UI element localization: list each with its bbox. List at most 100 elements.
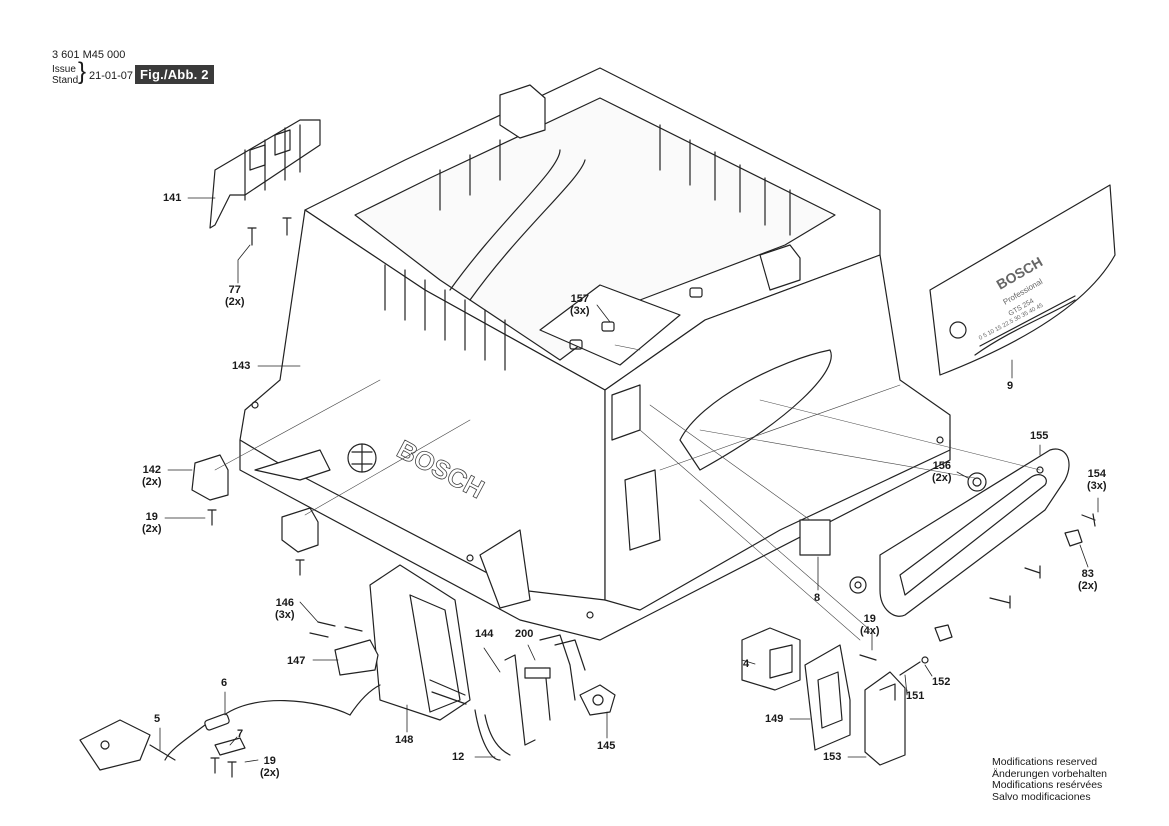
- callout-151: 151: [906, 690, 924, 702]
- callout-number: 156: [932, 460, 951, 472]
- callout-number: 155: [1030, 430, 1049, 442]
- part-19c-screw: [859, 654, 877, 661]
- callout-200: 200: [515, 628, 533, 640]
- part-19b-screws: [210, 757, 237, 778]
- callout-number: 144: [475, 628, 494, 640]
- front-wall-ribs: [384, 264, 506, 371]
- callout-19-switch: 19(4x): [860, 613, 880, 637]
- callout-77: 77(2x): [225, 284, 245, 308]
- part-152-nut: [921, 656, 929, 664]
- callout-number: 152: [932, 676, 951, 688]
- callout-qty: (3x): [275, 609, 295, 621]
- callout-145: 145: [597, 740, 615, 752]
- callout-number: 141: [163, 192, 182, 204]
- callout-147: 147: [287, 655, 305, 667]
- callout-number: 4: [743, 658, 750, 670]
- callout-number: 19: [863, 613, 876, 625]
- callout-qty: (2x): [225, 296, 245, 308]
- figure-label: Fig./Abb. 2: [135, 65, 214, 84]
- callout-9: 9: [1007, 380, 1013, 392]
- callout-number: 12: [452, 751, 465, 763]
- part-155-plate: [879, 448, 1070, 617]
- part-12-cable: [474, 709, 501, 761]
- stand-label: Stand: [52, 75, 79, 86]
- callout-number: 148: [395, 734, 414, 746]
- callout-number: 6: [221, 677, 228, 689]
- issue-brace: }: [78, 58, 87, 85]
- callout-number: 19: [263, 755, 276, 767]
- callout-148: 148: [395, 734, 413, 746]
- callout-qty: (4x): [860, 625, 880, 637]
- modifications-notice: Modifications reserved Änderungen vorbeh…: [992, 756, 1108, 803]
- modifications-line-es: Salvo modificaciones: [992, 790, 1091, 803]
- callout-142: 142(2x): [142, 464, 162, 488]
- part-200-wire-set: [524, 634, 586, 701]
- callout-number: 83: [1081, 568, 1094, 580]
- callout-number: 146: [275, 597, 294, 609]
- callout-qty: (2x): [1078, 580, 1098, 592]
- part-8-label: [799, 519, 831, 556]
- callout-153: 153: [823, 751, 841, 763]
- callout-143: 143: [232, 360, 250, 372]
- part-146-screws: [309, 621, 363, 638]
- assembly-guides: [214, 344, 1041, 641]
- part-4-switch: [741, 627, 801, 691]
- callout-number: 149: [765, 713, 784, 725]
- callout-149: 149: [765, 713, 783, 725]
- modifications-line-de: Änderungen vorbehalten: [992, 767, 1108, 780]
- callout-6: 6: [221, 677, 227, 689]
- callout-qty: (2x): [260, 767, 280, 779]
- callout-154: 154(3x): [1087, 468, 1107, 492]
- callout-5: 5: [154, 713, 160, 725]
- callout-number: 153: [823, 751, 842, 763]
- callout-qty: (2x): [932, 472, 952, 484]
- callout-19-cable: 19(2x): [260, 755, 280, 779]
- callout-number: 9: [1007, 380, 1014, 392]
- callout-leaders: [159, 197, 1099, 763]
- callout-number: 143: [232, 360, 251, 372]
- issue-stand-label: Issue Stand: [52, 64, 78, 86]
- callout-12: 12: [452, 751, 464, 763]
- callout-155: 155: [1030, 430, 1048, 442]
- part-83-knobs: [934, 529, 1083, 642]
- part-5-plug: [79, 719, 176, 771]
- callout-number: 8: [814, 592, 821, 604]
- part-77-screws: [247, 217, 292, 246]
- part-9-guard-plate: [929, 184, 1116, 376]
- callout-number: 151: [906, 690, 925, 702]
- callout-83: 83(2x): [1078, 568, 1098, 592]
- part-153-cover: [864, 671, 906, 766]
- modifications-line-fr: Modifications resérvées: [992, 779, 1103, 791]
- callout-number: 200: [515, 628, 534, 640]
- callout-qty: (3x): [570, 305, 590, 317]
- callout-141: 141: [163, 192, 181, 204]
- part-154-screws: [989, 513, 1096, 609]
- callout-8: 8: [814, 592, 820, 604]
- callout-number: 147: [287, 655, 306, 667]
- issue-label: Issue: [52, 64, 76, 75]
- part-141-bracket: [209, 119, 321, 229]
- callout-156: 156(2x): [932, 460, 952, 484]
- callout-number: 142: [142, 464, 161, 476]
- callout-152: 152: [932, 676, 950, 688]
- issue-date: 21-01-07: [89, 70, 134, 82]
- callout-number: 7: [237, 728, 244, 740]
- modifications-line-en: Modifications reserved: [992, 756, 1098, 768]
- back-wall-ribs: [439, 124, 791, 236]
- callout-number: 157: [570, 293, 589, 305]
- part-149-plate: [804, 644, 851, 751]
- document-number: 3 601 M45 000: [52, 49, 126, 61]
- part-148-housing: [369, 564, 471, 721]
- part-19a-screws: [207, 509, 305, 576]
- part-157-pads: [569, 287, 703, 350]
- callout-number: 154: [1087, 468, 1106, 480]
- callout-number: 19: [145, 511, 158, 523]
- saw-base-housing: [239, 67, 951, 641]
- part-142-feet: [191, 454, 319, 553]
- callout-number: 145: [597, 740, 616, 752]
- callout-7: 7: [237, 728, 243, 740]
- callout-number: 77: [228, 284, 241, 296]
- callout-19-base: 19(2x): [142, 511, 162, 535]
- callout-number: 5: [154, 713, 161, 725]
